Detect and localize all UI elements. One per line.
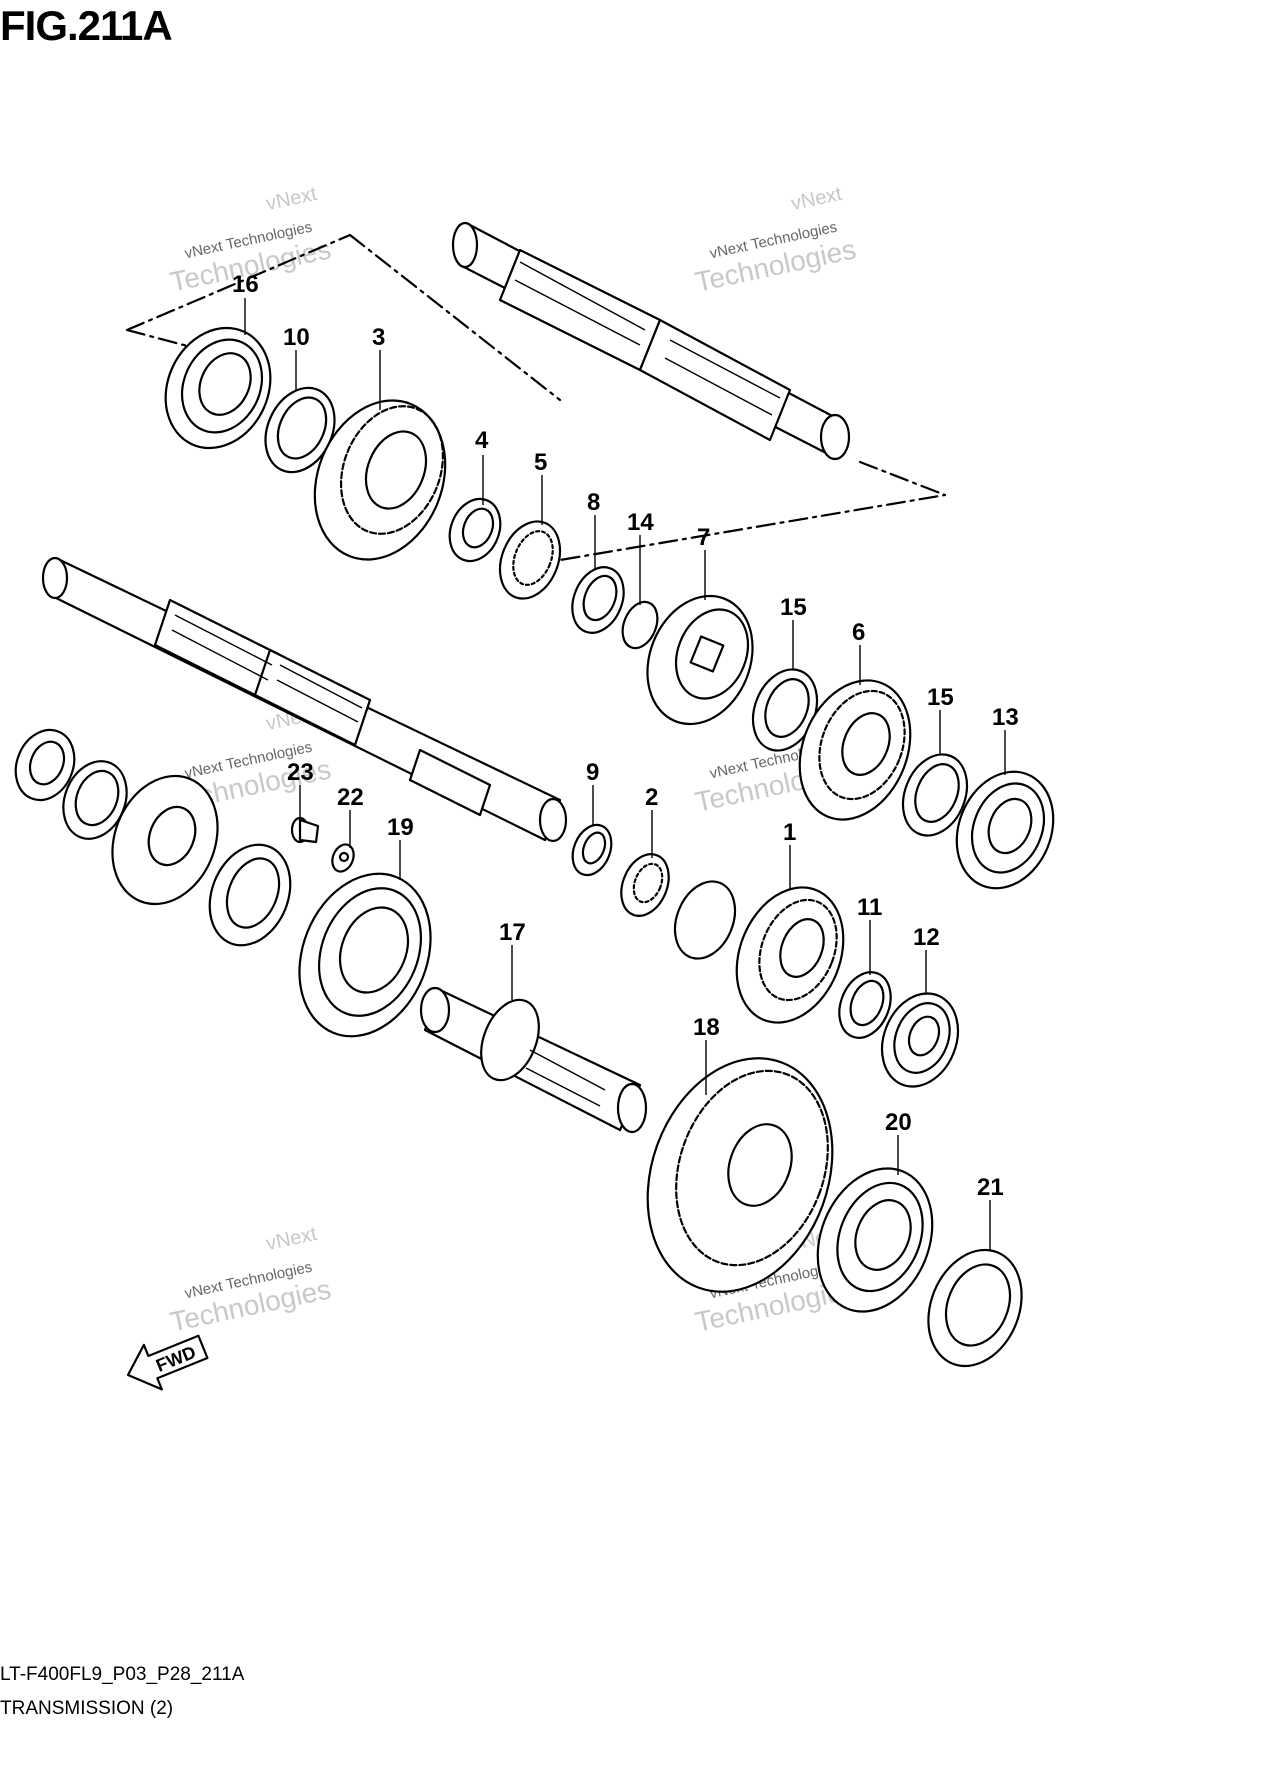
callout-15-lower: 15 — [927, 684, 954, 711]
figure-name: TRANSMISSION (2) — [0, 1698, 174, 1719]
part-15-washer — [751, 668, 819, 752]
part-12-bearing — [880, 992, 960, 1088]
callout-1: 1 — [783, 819, 796, 846]
oil-seal-left — [14, 728, 76, 802]
cover-plate — [111, 774, 219, 906]
part-7-shift-gear — [646, 594, 754, 726]
callout-12: 12 — [913, 924, 940, 951]
part-14-circlip — [621, 600, 659, 650]
part-22-plate — [331, 843, 355, 873]
part-16-bearing — [164, 326, 272, 450]
washer-large — [208, 843, 292, 947]
driveshaft — [41, 556, 568, 843]
callout-15: 15 — [780, 594, 807, 621]
callout-2: 2 — [645, 784, 658, 811]
figure-code: LT-F400FL9_P03_P28_211A — [0, 1664, 245, 1685]
callout-4: 4 — [475, 427, 489, 454]
watermark-line1: vNext — [789, 183, 844, 215]
callout-20: 20 — [885, 1109, 912, 1136]
callout-13: 13 — [992, 704, 1019, 731]
callout-5: 5 — [534, 449, 547, 476]
fwd-arrow: FWD — [126, 1334, 209, 1391]
part-3-gear — [313, 399, 447, 561]
callout-3: 3 — [372, 324, 385, 351]
part-23-bolt — [290, 816, 320, 844]
part-10-washer — [264, 386, 336, 474]
part-6-gear — [798, 679, 912, 821]
part-19-bearing — [298, 872, 432, 1038]
assembly-bracket — [125, 233, 947, 562]
callout-17: 17 — [499, 919, 526, 946]
part-2-needle-bearing — [620, 853, 670, 917]
part-18-final-gear — [646, 1057, 834, 1293]
countershaft — [451, 221, 851, 461]
part-21-oil-seal — [927, 1248, 1023, 1368]
part-17-output-shaft — [419, 986, 648, 1134]
part-1-gear — [673, 880, 845, 1024]
part-4-bushing — [448, 497, 502, 563]
part-11-washer — [838, 971, 892, 1039]
callout-7: 7 — [697, 524, 710, 551]
callout-22: 22 — [337, 784, 364, 811]
part-5-needle-bearing — [498, 520, 562, 600]
figure-title: FIG.211A — [0, 2, 173, 49]
callout-11: 11 — [857, 894, 882, 921]
watermark-line1: vNext — [264, 183, 319, 215]
callout-16: 16 — [232, 271, 259, 298]
callout-8: 8 — [587, 489, 600, 516]
callout-10: 10 — [283, 324, 310, 351]
callout-21: 21 — [977, 1174, 1004, 1201]
callout-18: 18 — [693, 1014, 720, 1041]
watermark: vNext vNext Technologies Technologies — [692, 183, 858, 298]
callout-9: 9 — [586, 759, 599, 786]
callout-14: 14 — [627, 509, 654, 536]
part-20-bearing — [816, 1167, 934, 1313]
callout-19: 19 — [387, 814, 414, 841]
callout-labels: 16 10 3 4 5 8 14 7 15 6 15 13 23 22 19 9… — [232, 271, 1019, 1201]
callout-23: 23 — [287, 759, 314, 786]
watermark: vNext vNext Technologies Technologies — [167, 1223, 333, 1338]
part-13-bearing — [955, 770, 1055, 890]
callout-6: 6 — [852, 619, 865, 646]
callout-leaders — [244, 298, 1006, 1250]
part-15-washer — [901, 753, 969, 837]
part-8-washer — [571, 566, 625, 634]
watermark-line1: vNext — [264, 1223, 319, 1255]
part-9-washer — [571, 823, 613, 877]
